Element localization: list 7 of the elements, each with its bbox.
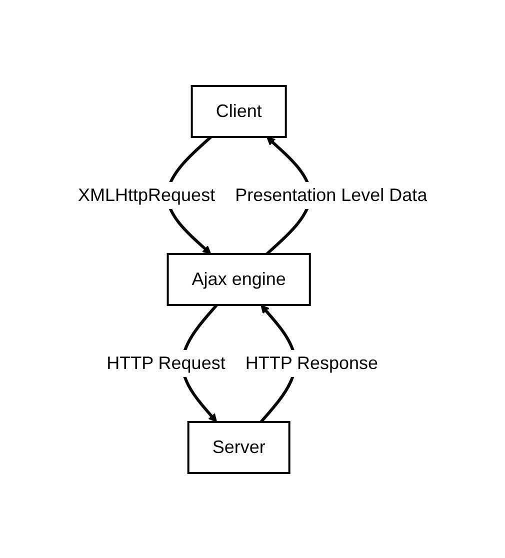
- edge-label: Presentation Level Data: [234, 184, 428, 204]
- edge-label: XMLHttpRequest: [78, 184, 215, 204]
- edge-label: HTTP Request: [106, 352, 226, 372]
- node-box: Server: [187, 420, 290, 474]
- edge-label: HTTP Response: [245, 352, 378, 372]
- node-box: Client: [190, 84, 287, 138]
- node-box: Ajax engine: [166, 252, 311, 306]
